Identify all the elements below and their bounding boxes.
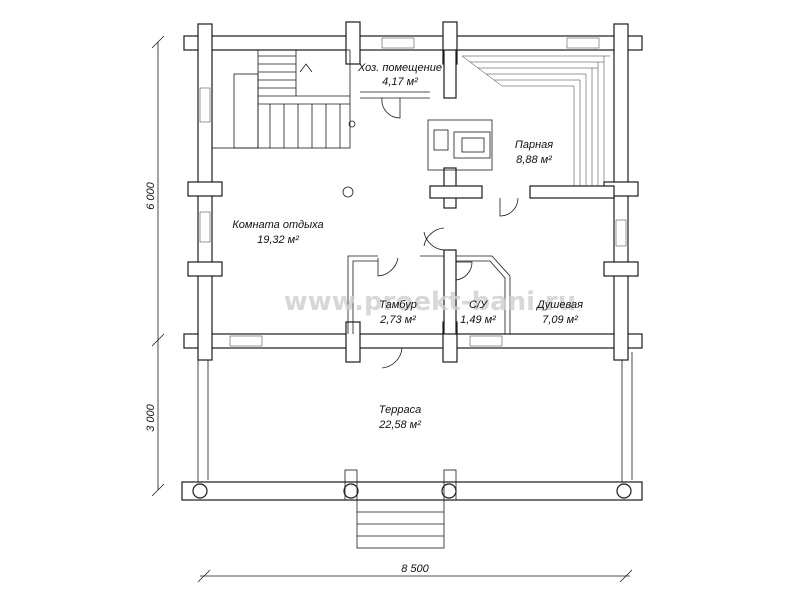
watermark: www.proekt-bani.ru bbox=[284, 287, 577, 317]
room-storage-area: 4,17 м² bbox=[382, 76, 418, 88]
entrance-steps bbox=[344, 469, 457, 549]
room-vestibule-area: 2,73 м² bbox=[379, 314, 416, 326]
room-sauna-name: Парная bbox=[515, 139, 553, 151]
inner-walls bbox=[347, 49, 615, 335]
staircase bbox=[211, 49, 351, 149]
room-sauna-area: 8,88 м² bbox=[516, 154, 552, 166]
terrace bbox=[181, 352, 643, 549]
chimney bbox=[342, 186, 354, 198]
room-rest-area: 19,32 м² bbox=[257, 234, 299, 246]
doors bbox=[377, 97, 519, 369]
dimension-width: 8 500 bbox=[401, 563, 429, 575]
dimension-lines bbox=[151, 35, 633, 583]
room-vestibule-name: Тамбур bbox=[379, 299, 417, 311]
room-storage-name: Хоз. помещение bbox=[357, 62, 442, 74]
room-shower-area: 7,09 м² bbox=[542, 314, 578, 326]
room-terrace-area: 22,58 м² bbox=[378, 419, 421, 431]
dimension-depth-house: 6 000 bbox=[145, 181, 157, 209]
outer-walls bbox=[183, 21, 643, 363]
room-rest-name: Комната отдыха bbox=[232, 219, 323, 231]
room-labels: Хоз. помещение 4,17 м² Парная 8,88 м² Ко… bbox=[232, 62, 583, 431]
room-terrace-name: Терраса bbox=[379, 404, 421, 416]
room-shower-name: Душевая bbox=[535, 299, 583, 311]
dimension-depth-terrace: 3 000 bbox=[145, 403, 157, 431]
sauna-benches bbox=[461, 55, 610, 186]
room-wc-name: С/У bbox=[469, 299, 488, 311]
room-wc-area: 1,49 м² bbox=[460, 314, 496, 326]
sauna-stove bbox=[427, 119, 493, 171]
